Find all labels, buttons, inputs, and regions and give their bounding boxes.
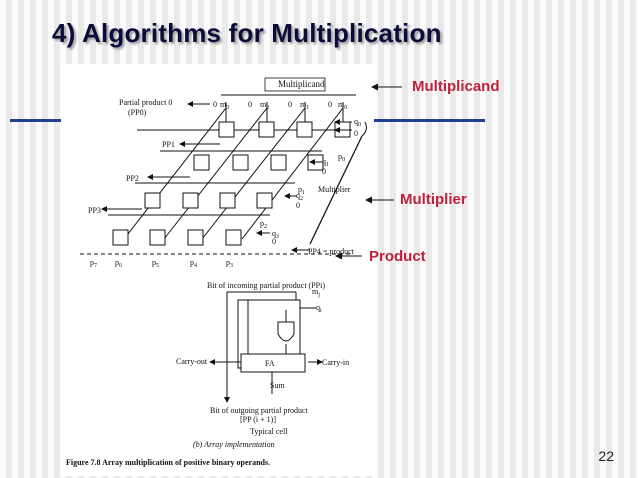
sum-label: Sum <box>270 381 285 390</box>
zero-input: 0 <box>248 100 252 109</box>
m0-label: m0 <box>338 100 347 111</box>
carry-in-label: Carry-in <box>322 358 349 367</box>
p5-label: p5 <box>152 258 159 269</box>
pp0-label: (PP0) <box>128 108 147 117</box>
p3-label: p3 <box>226 258 233 269</box>
product-callout: Product <box>369 248 426 265</box>
outgoing-pp-label: Bit of outgoing partial product <box>210 406 309 415</box>
blue-rule-right <box>374 119 485 122</box>
m1-label: m1 <box>300 100 309 111</box>
pp3-label: PP3 <box>88 206 101 215</box>
array-cells <box>112 121 351 246</box>
q3-label: q3 <box>272 229 279 240</box>
multiplicand-box-label: Multiplicand <box>278 79 325 89</box>
page-number: 22 <box>598 448 614 464</box>
p6-label: p6 <box>115 258 122 269</box>
partial-product-0-label: Partial product 0 <box>119 98 172 107</box>
subcaption: (b) Array implementation <box>193 440 275 449</box>
typical-cell-diagram <box>209 291 323 403</box>
carry-out-label: Carry-out <box>176 357 208 366</box>
typical-cell-label: Typical cell <box>250 427 288 436</box>
zero-input: 0 <box>296 201 300 210</box>
m2-label: m2 <box>260 100 269 111</box>
outgoing-pp-index: [PP (i + 1)] <box>240 415 276 424</box>
slide-title: 4) Algorithms for Multiplication <box>52 18 442 48</box>
p1-label: p1 <box>298 185 305 196</box>
zero-input: 0 <box>272 237 276 246</box>
pp1-label: PP1 <box>162 140 175 149</box>
q0-label: q0 <box>354 117 361 128</box>
blue-rule-left <box>10 119 61 122</box>
multiplier-array-diagram <box>80 94 367 255</box>
zero-input: 0 <box>354 129 358 138</box>
pp4-product-label: PP4 = product <box>308 247 355 256</box>
figure-caption: Figure 7.8 Array multiplication of posit… <box>66 458 270 467</box>
zero-input: 0 <box>328 100 332 109</box>
zero-input: 0 <box>213 100 217 109</box>
fa-label: FA <box>265 359 275 368</box>
p2-label: p2 <box>260 219 267 230</box>
qi-label: qi <box>316 303 322 314</box>
q2-label: q2 <box>296 191 303 202</box>
zero-input: 0 <box>322 167 326 176</box>
pp2-label: PP2 <box>126 174 139 183</box>
figure-scan: Multiplicand Partial product 0 (PP0) 0 m… <box>60 64 375 476</box>
p4-label: p4 <box>190 258 197 269</box>
p0-label: p0 <box>338 152 345 163</box>
zero-input: 0 <box>288 100 292 109</box>
m3-label: m3 <box>220 100 229 111</box>
incoming-pp-label: Bit of incoming partial product (PPi) <box>207 281 325 290</box>
multiplier-side-label: Multiplier <box>318 185 351 194</box>
q1-label: q1 <box>322 157 329 168</box>
mj-label: mj <box>312 287 320 298</box>
p7-label: p7 <box>90 258 97 269</box>
multiplier-callout: Multiplier <box>400 191 467 208</box>
multiplicand-callout: Multiplicand <box>412 78 500 95</box>
